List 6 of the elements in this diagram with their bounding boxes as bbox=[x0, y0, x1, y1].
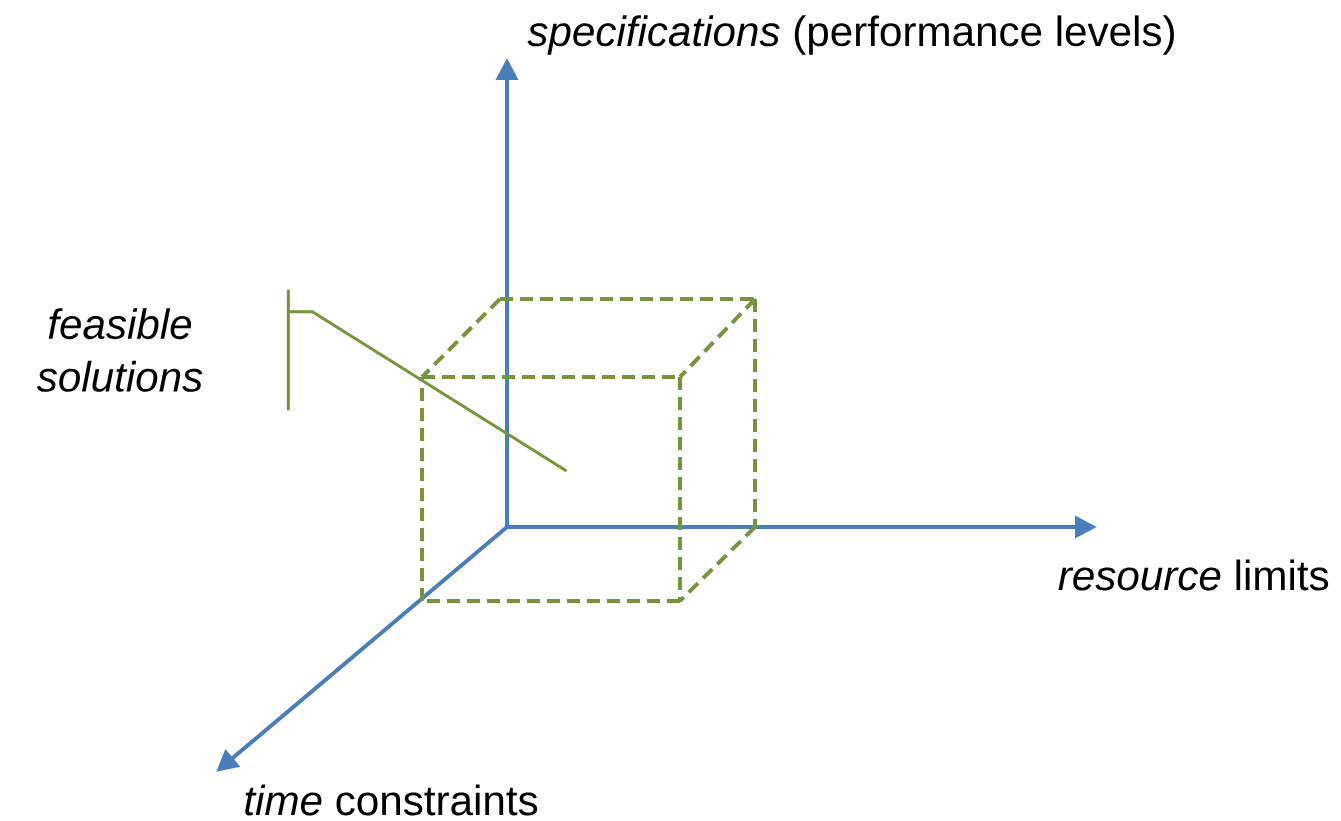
axis-label: specifications (performance levels) bbox=[527, 15, 1174, 55]
axis-label: time constraints bbox=[245, 784, 538, 816]
leader-line bbox=[288, 310, 568, 473]
annotation-text: feasible solutions bbox=[36, 308, 203, 392]
cube-drawing bbox=[420, 297, 757, 603]
axis-label: resource limits bbox=[1058, 559, 1329, 591]
